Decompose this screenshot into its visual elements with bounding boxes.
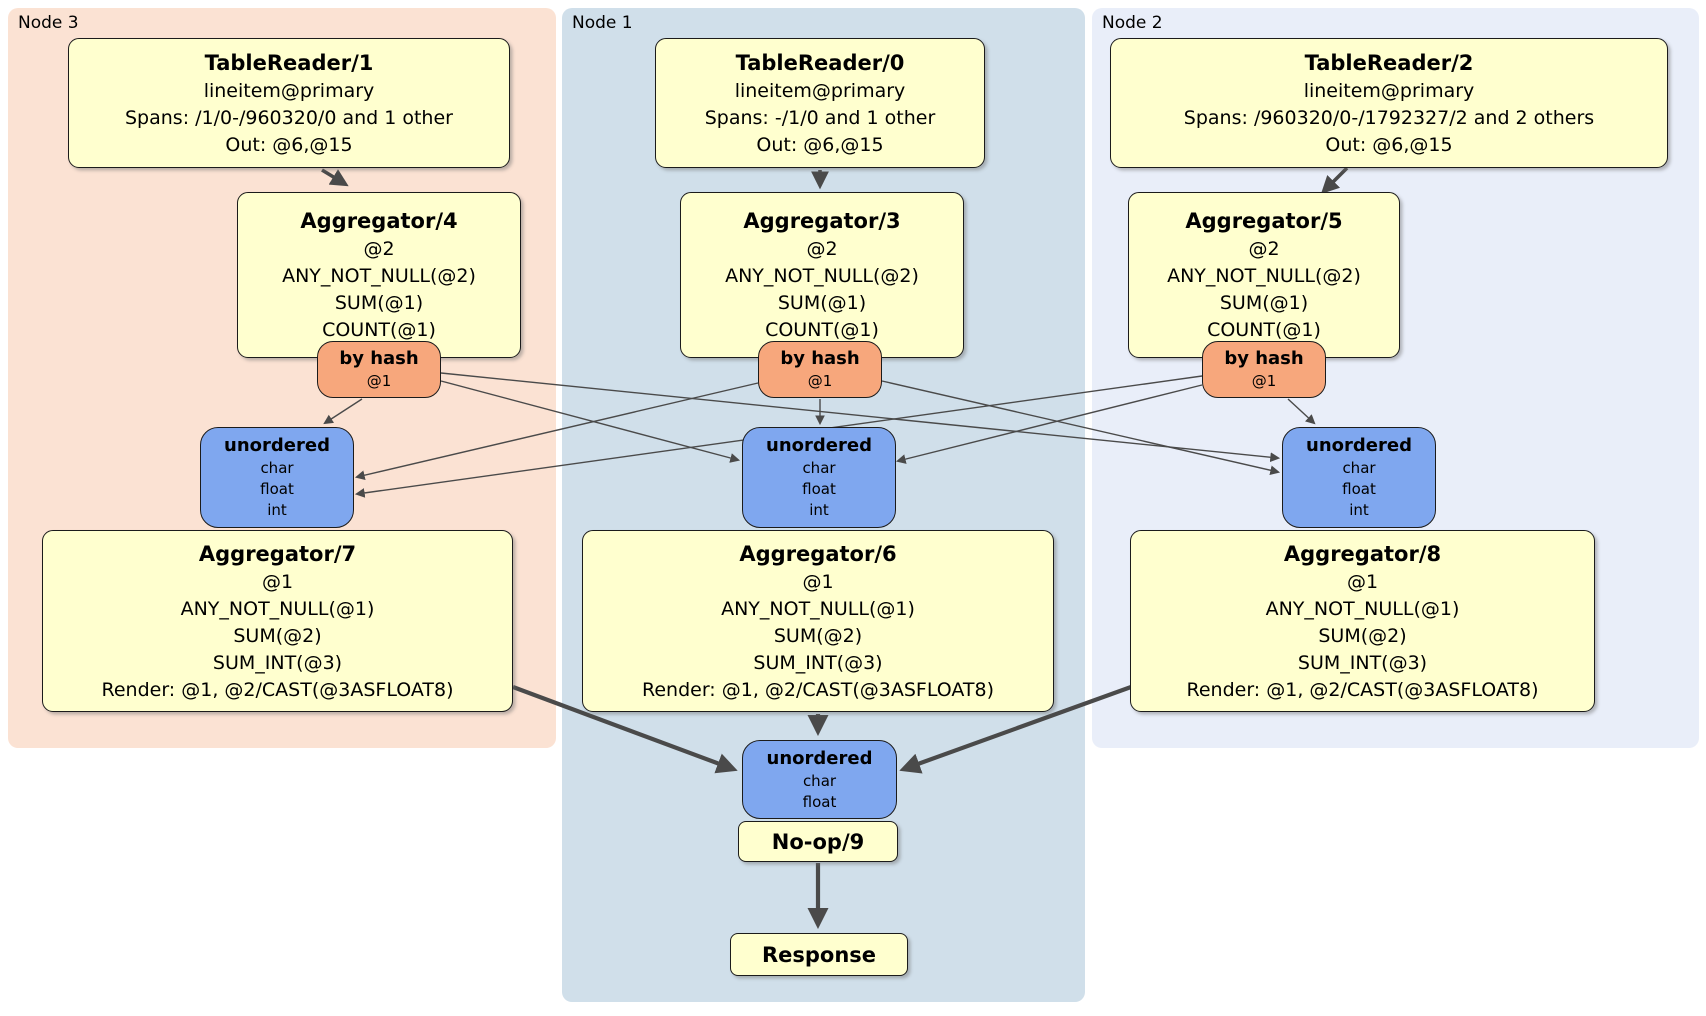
byhash-router-node2-title: by hash [1224, 348, 1304, 369]
unordered-final-sync-stream1: char [802, 771, 837, 790]
aggregator-4-box: Aggregator/4 @2 ANY_NOT_NULL(@2) SUM(@1)… [237, 192, 521, 358]
byhash-router-node3: by hash @1 [317, 341, 441, 398]
aggregator-7-groupkey: @1 [261, 570, 294, 593]
aggregator-6-groupkey: @1 [802, 570, 834, 593]
aggregator-7-agg1: ANY_NOT_NULL(@1) [180, 597, 375, 620]
aggregator-5-agg1: ANY_NOT_NULL(@2) [1167, 265, 1361, 287]
aggregator-4-agg1: ANY_NOT_NULL(@2) [282, 265, 476, 287]
tablereader-1-title: TableReader/1 [204, 50, 374, 75]
aggregator-7-box: Aggregator/7 @1 ANY_NOT_NULL(@1) SUM(@2)… [42, 530, 513, 712]
aggregator-3-agg2: SUM(@1) [777, 292, 867, 314]
unordered-final-sync: unordered char float [742, 740, 897, 819]
unordered-sync-node1-stream1: char [802, 459, 836, 477]
unordered-sync-node1-title: unordered [766, 435, 872, 456]
unordered-sync-node2: unordered char float int [1282, 427, 1436, 528]
aggregator-7-render: Render: @1, @2/CAST(@3ASFLOAT8) [101, 678, 454, 701]
unordered-sync-node3-title: unordered [224, 435, 330, 456]
aggregator-5-groupkey: @2 [1248, 238, 1280, 260]
panel-node1-label: Node 1 [572, 13, 633, 33]
tablereader-2-box: TableReader/2 lineitem@primary Spans: /9… [1110, 38, 1668, 168]
unordered-final-sync-title: unordered [766, 747, 873, 769]
aggregator-4-agg3: COUNT(@1) [322, 319, 436, 341]
aggregator-6-agg2: SUM(@2) [773, 624, 863, 647]
noop-9-box: No-op/9 [738, 821, 898, 862]
byhash-router-node1-title: by hash [780, 348, 860, 369]
byhash-router-node3-key: @1 [366, 372, 392, 390]
aggregator-7-agg3: SUM_INT(@3) [212, 651, 343, 674]
tablereader-2-title: TableReader/2 [1304, 50, 1474, 75]
unordered-sync-node3-stream2: float [260, 480, 294, 498]
byhash-router-node2: by hash @1 [1202, 341, 1326, 398]
aggregator-6-render: Render: @1, @2/CAST(@3ASFLOAT8) [642, 678, 994, 701]
response-title: Response [761, 942, 877, 967]
aggregator-5-agg3: COUNT(@1) [1207, 319, 1321, 341]
unordered-sync-node2-title: unordered [1306, 435, 1412, 456]
tablereader-0-out: Out: @6,@15 [756, 133, 884, 156]
tablereader-0-index: lineitem@primary [734, 79, 906, 102]
unordered-sync-node3-stream1: char [260, 459, 294, 477]
aggregator-8-title: Aggregator/8 [1283, 541, 1442, 566]
byhash-router-node1: by hash @1 [758, 341, 882, 398]
unordered-sync-node1-stream3: int [809, 501, 829, 519]
byhash-router-node3-title: by hash [339, 348, 419, 369]
aggregator-6-box: Aggregator/6 @1 ANY_NOT_NULL(@1) SUM(@2)… [582, 530, 1054, 712]
aggregator-7-agg2: SUM(@2) [233, 624, 322, 647]
aggregator-3-groupkey: @2 [806, 238, 838, 260]
panel-node3-label: Node 3 [18, 13, 79, 33]
noop-9-title: No-op/9 [771, 829, 865, 854]
aggregator-6-title: Aggregator/6 [739, 541, 897, 566]
tablereader-1-box: TableReader/1 lineitem@primary Spans: /1… [68, 38, 510, 168]
unordered-sync-node3: unordered char float int [200, 427, 354, 528]
aggregator-5-box: Aggregator/5 @2 ANY_NOT_NULL(@2) SUM(@1)… [1128, 192, 1400, 358]
aggregator-4-agg2: SUM(@1) [334, 292, 424, 314]
unordered-sync-node2-stream2: float [1342, 480, 1376, 498]
aggregator-8-render: Render: @1, @2/CAST(@3ASFLOAT8) [1186, 678, 1539, 701]
byhash-router-node2-key: @1 [1251, 372, 1277, 390]
unordered-final-sync-stream2: float [802, 792, 837, 811]
tablereader-1-spans: Spans: /1/0-/960320/0 and 1 other [125, 106, 453, 129]
tablereader-0-spans: Spans: -/1/0 and 1 other [704, 106, 936, 129]
aggregator-6-agg1: ANY_NOT_NULL(@1) [721, 597, 915, 620]
tablereader-1-index: lineitem@primary [203, 79, 375, 102]
unordered-sync-node1-stream2: float [802, 480, 836, 498]
tablereader-2-index: lineitem@primary [1303, 79, 1475, 102]
aggregator-4-title: Aggregator/4 [300, 209, 458, 233]
aggregator-5-agg2: SUM(@1) [1219, 292, 1309, 314]
aggregator-3-agg3: COUNT(@1) [765, 319, 879, 341]
unordered-sync-node3-stream3: int [267, 501, 287, 519]
unordered-sync-node2-stream3: int [1349, 501, 1369, 519]
tablereader-2-out: Out: @6,@15 [1325, 133, 1453, 156]
aggregator-8-agg3: SUM_INT(@3) [1297, 651, 1428, 674]
panel-node2-label: Node 2 [1102, 13, 1163, 33]
aggregator-8-groupkey: @1 [1346, 570, 1379, 593]
aggregator-6-agg3: SUM_INT(@3) [753, 651, 883, 674]
aggregator-3-agg1: ANY_NOT_NULL(@2) [725, 265, 919, 287]
aggregator-8-agg1: ANY_NOT_NULL(@1) [1265, 597, 1460, 620]
aggregator-8-box: Aggregator/8 @1 ANY_NOT_NULL(@1) SUM(@2)… [1130, 530, 1595, 712]
unordered-sync-node1: unordered char float int [742, 427, 896, 528]
tablereader-0-box: TableReader/0 lineitem@primary Spans: -/… [655, 38, 985, 168]
aggregator-8-agg2: SUM(@2) [1318, 624, 1407, 647]
aggregator-5-title: Aggregator/5 [1185, 209, 1343, 233]
byhash-router-node1-key: @1 [807, 372, 833, 390]
unordered-sync-node2-stream1: char [1342, 459, 1376, 477]
tablereader-1-out: Out: @6,@15 [225, 133, 353, 156]
aggregator-4-groupkey: @2 [363, 238, 395, 260]
aggregator-3-box: Aggregator/3 @2 ANY_NOT_NULL(@2) SUM(@1)… [680, 192, 964, 358]
aggregator-7-title: Aggregator/7 [198, 541, 357, 566]
tablereader-0-title: TableReader/0 [735, 50, 905, 75]
tablereader-2-spans: Spans: /960320/0-/1792327/2 and 2 others [1183, 106, 1595, 129]
response-box: Response [730, 933, 908, 976]
aggregator-3-title: Aggregator/3 [743, 209, 901, 233]
